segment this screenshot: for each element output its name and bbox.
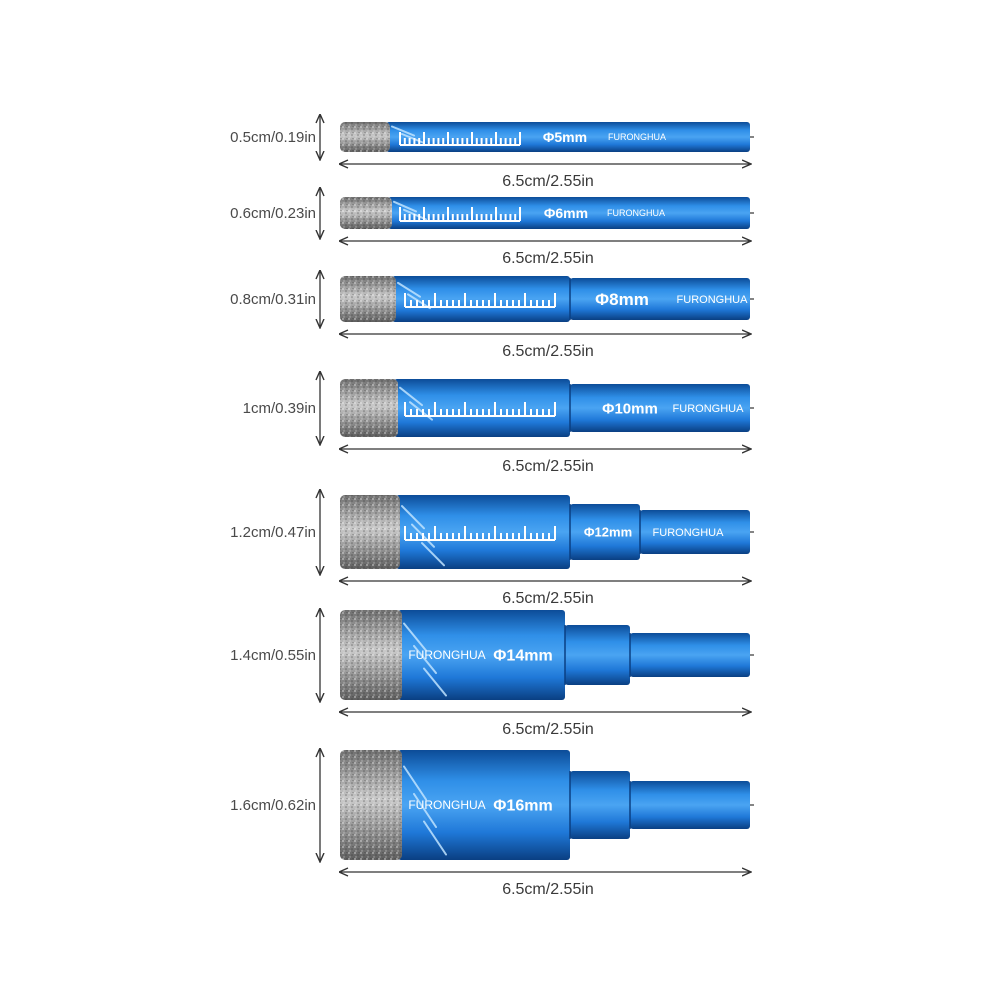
size-mark: Φ12mm xyxy=(584,525,632,540)
diamond-grit-texture xyxy=(340,379,398,437)
drill-bit-row: 1cm/0.39in Φ10mm FURONGHUA 6.5cm/2.55in xyxy=(243,372,754,475)
size-mark: Φ8mm xyxy=(595,290,649,309)
bit-body xyxy=(398,750,570,860)
brand-mark: FURONGHUA xyxy=(673,403,745,415)
size-mark: Φ6mm xyxy=(544,205,588,221)
drill-bit-row: 0.6cm/0.23in Φ6mm FURONGHUA 6.5cm/2.55in xyxy=(230,188,754,267)
flute-groove xyxy=(401,505,425,530)
size-mark: Φ5mm xyxy=(543,129,587,145)
length-label: 6.5cm/2.55in xyxy=(502,173,594,190)
length-label: 6.5cm/2.55in xyxy=(502,458,594,475)
bit-shank-step xyxy=(570,771,630,839)
length-label: 6.5cm/2.55in xyxy=(502,881,594,898)
length-label: 6.5cm/2.55in xyxy=(502,343,594,360)
bit-shank-step xyxy=(640,510,750,554)
flute-groove xyxy=(403,765,427,801)
brand-mark: FURONGHUA xyxy=(607,208,665,218)
drill-bit-row: 1.6cm/0.62in Φ16mm FURONGHUA 6.5cm/2.55in xyxy=(230,749,754,898)
flute-groove xyxy=(401,133,425,144)
size-mark: Φ14mm xyxy=(493,648,552,665)
size-mark: Φ16mm xyxy=(493,798,552,815)
length-label: 6.5cm/2.55in xyxy=(502,590,594,607)
brand-mark: FURONGHUA xyxy=(408,798,485,812)
bit-shank-step xyxy=(630,781,750,829)
flute-groove xyxy=(423,667,447,697)
flute-groove xyxy=(407,293,431,310)
diameter-label: 0.6cm/0.23in xyxy=(230,205,316,222)
bit-shank-step xyxy=(565,625,630,685)
size-mark: Φ10mm xyxy=(602,400,658,417)
brand-mark: FURONGHUA xyxy=(408,648,485,662)
flute-groove xyxy=(391,125,415,137)
diamond-grit-texture xyxy=(340,197,392,229)
drill-bit-row: 0.8cm/0.31in Φ8mm FURONGHUA 6.5cm/2.55in xyxy=(230,271,754,360)
flute-groove xyxy=(421,542,445,567)
brand-mark: FURONGHUA xyxy=(677,294,749,306)
flute-groove xyxy=(413,645,437,674)
diameter-label: 1cm/0.39in xyxy=(243,400,316,417)
flute-groove xyxy=(393,200,417,213)
bit-shank-step xyxy=(570,278,750,320)
bit-shank-step xyxy=(570,504,640,560)
diamond-grit-texture xyxy=(340,610,402,700)
bit-shank-step xyxy=(630,633,750,677)
diameter-label: 1.2cm/0.47in xyxy=(230,524,316,541)
drill-bit-row: 0.5cm/0.19in Φ5mm FURONGHUA 6.5cm/2.55in xyxy=(230,115,754,190)
length-label: 6.5cm/2.55in xyxy=(502,721,594,738)
diamond-grit-texture xyxy=(340,122,390,152)
brand-mark: FURONGHUA xyxy=(608,132,666,142)
bit-body xyxy=(394,379,570,437)
flute-groove xyxy=(413,793,437,828)
bit-body xyxy=(392,276,570,322)
flute-groove xyxy=(423,820,447,856)
drill-bit-row: 1.4cm/0.55in Φ14mm FURONGHUA 6.5cm/2.55in xyxy=(230,609,754,738)
flute-groove xyxy=(403,622,427,652)
diameter-label: 1.4cm/0.55in xyxy=(230,647,316,664)
bit-body xyxy=(396,495,570,569)
diameter-label: 1.6cm/0.62in xyxy=(230,797,316,814)
drill-bit-row: 1.2cm/0.47in Φ12mm FURONGHUA 6.5cm/2.55in xyxy=(230,490,754,607)
length-label: 6.5cm/2.55in xyxy=(502,250,594,267)
bit-body xyxy=(398,610,565,700)
diamond-grit-texture xyxy=(340,495,400,569)
flute-groove xyxy=(399,386,423,407)
diameter-label: 0.5cm/0.19in xyxy=(230,129,316,146)
diamond-grit-texture xyxy=(340,276,396,322)
flute-groove xyxy=(397,281,421,298)
diamond-grit-texture xyxy=(340,750,402,860)
diameter-label: 0.8cm/0.31in xyxy=(230,291,316,308)
bit-shank-step xyxy=(570,384,750,432)
brand-mark: FURONGHUA xyxy=(653,527,725,539)
